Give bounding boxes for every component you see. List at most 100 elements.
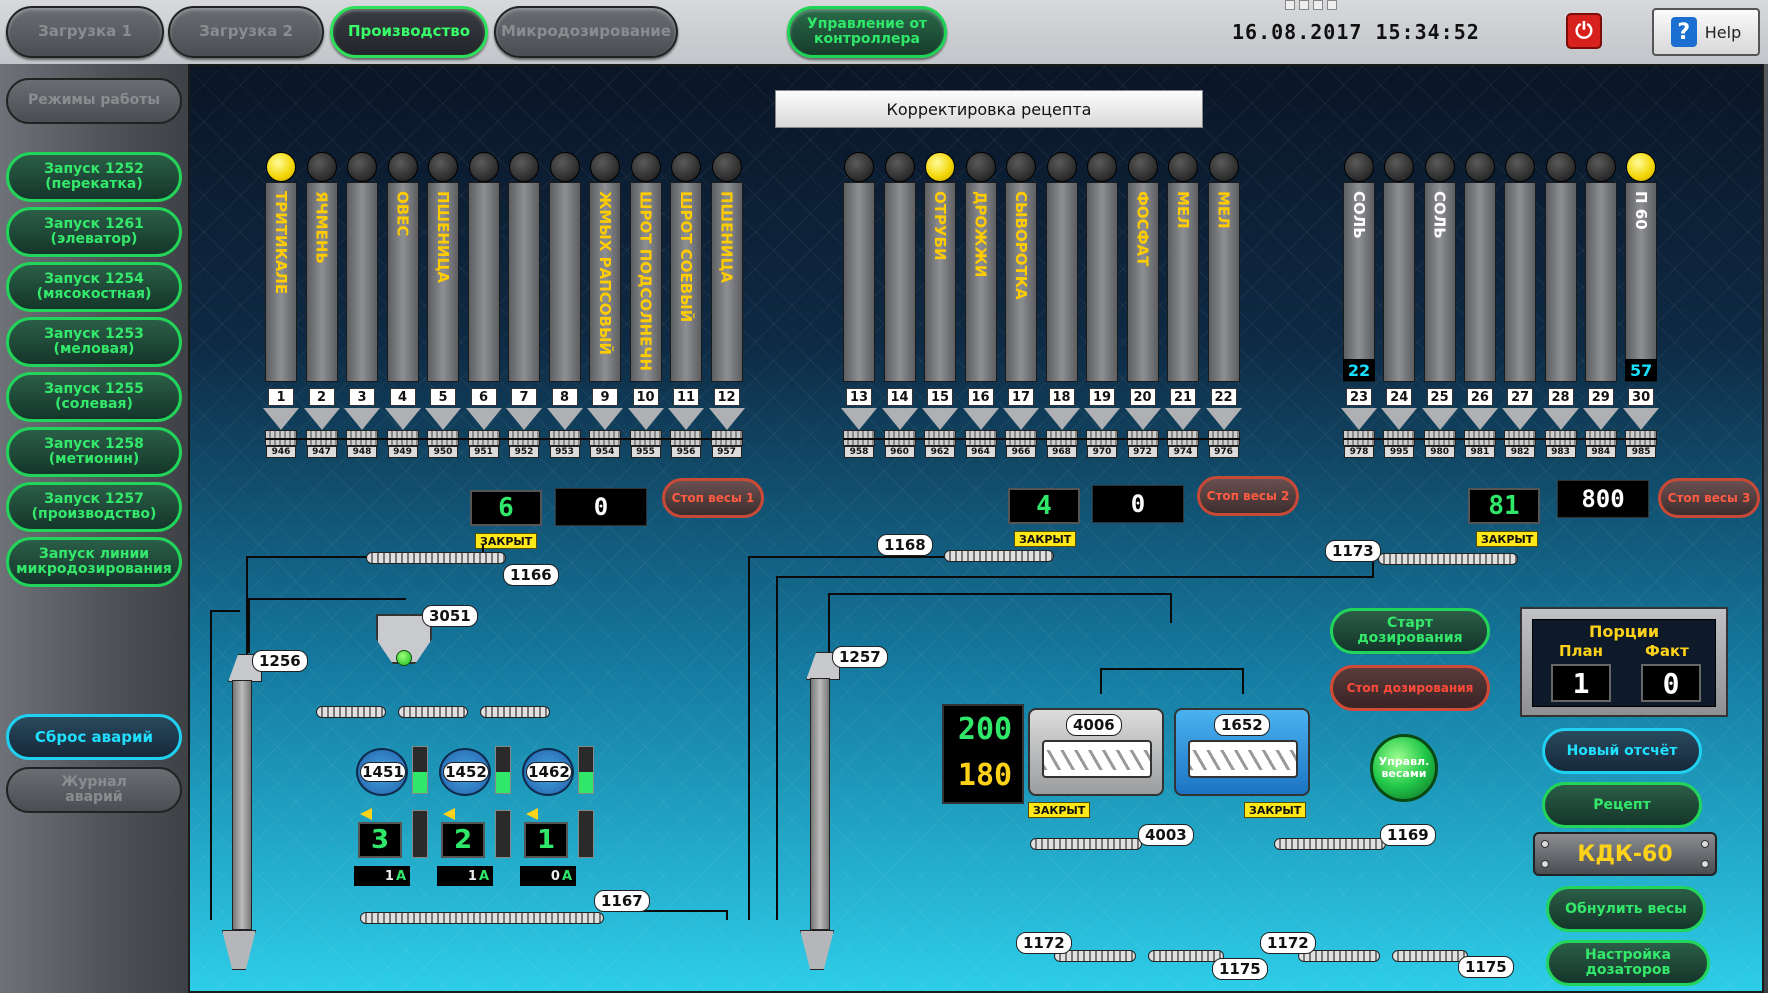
silo[interactable]: ОТРУБИ bbox=[924, 182, 956, 382]
indicator-lamp bbox=[1168, 152, 1198, 182]
silo[interactable] bbox=[467, 182, 500, 382]
launch-button[interactable]: Запуск 1253(меловая) bbox=[6, 317, 182, 367]
silo[interactable] bbox=[508, 182, 540, 382]
silo[interactable] bbox=[1504, 182, 1537, 382]
silo[interactable] bbox=[1086, 182, 1118, 382]
chevron-down-icon[interactable] bbox=[1313, 0, 1323, 10]
hopper-cone bbox=[465, 408, 502, 430]
silo[interactable] bbox=[1584, 182, 1617, 382]
launch-button[interactable]: Запуск 1252(перекатка) bbox=[6, 152, 182, 202]
silo[interactable]: ШРОТ ПОДСОЛНЕЧН bbox=[629, 182, 662, 382]
hopper-cone bbox=[546, 408, 583, 430]
mixer[interactable]: 1462 bbox=[520, 748, 576, 796]
launch-button[interactable]: Запуск 1261(элеватор) bbox=[6, 207, 182, 257]
launch-line2: (меловая) bbox=[53, 341, 135, 357]
new-report-button[interactable]: Новый отсчёт bbox=[1542, 728, 1702, 774]
silo[interactable]: ПШЕНИЦА bbox=[427, 182, 459, 382]
silo[interactable]: ТРИТИКАЛЕ bbox=[265, 182, 297, 382]
silo[interactable]: ШРОТ СОЕВЫЙ bbox=[670, 182, 702, 382]
minimize-icon[interactable] bbox=[1285, 0, 1295, 10]
mixer-count: 1 bbox=[524, 822, 568, 858]
conveyor bbox=[398, 706, 468, 718]
silo-label: ШРОТ СОЕВЫЙ bbox=[677, 191, 695, 323]
restore-icon[interactable] bbox=[1327, 0, 1337, 10]
hopper-cone bbox=[1421, 408, 1458, 430]
hopper-cone bbox=[1582, 408, 1619, 430]
silo[interactable]: СЫВОРОТКА bbox=[1005, 182, 1037, 382]
dosing-time-display: 200 180 bbox=[942, 704, 1024, 804]
stop-scale-1-button[interactable]: Стоп весы 1 bbox=[662, 478, 764, 518]
silo[interactable] bbox=[1544, 182, 1577, 382]
silo[interactable]: ЖМЫХ РАПСОВЫЙ bbox=[589, 182, 621, 382]
stop-scale-3-button[interactable]: Стоп весы 3 bbox=[1658, 478, 1760, 518]
feeder-number: 976 bbox=[1208, 446, 1239, 458]
silo[interactable] bbox=[346, 182, 378, 382]
current-value: 0 bbox=[550, 868, 560, 884]
start-dosing-button[interactable]: Старт дозирования bbox=[1330, 608, 1490, 654]
reset-scales-button[interactable]: Обнулить весы bbox=[1546, 886, 1706, 932]
recipe-button[interactable]: Рецепт bbox=[1542, 782, 1702, 828]
launch-button[interactable]: Запуск 1258(метионин) bbox=[6, 427, 182, 477]
silo[interactable] bbox=[548, 182, 581, 382]
hopper bbox=[1381, 408, 1418, 444]
stop-scale-2-button[interactable]: Стоп весы 2 bbox=[1197, 476, 1299, 516]
conveyor-1168 bbox=[944, 550, 1054, 562]
scale-3-counter: 81 bbox=[1468, 488, 1540, 524]
silo[interactable] bbox=[1383, 182, 1416, 382]
silo[interactable]: СОЛЬ bbox=[1423, 182, 1456, 382]
feeder-number: 978 bbox=[1344, 446, 1374, 458]
resize-icon[interactable] bbox=[1299, 0, 1309, 10]
power-icon[interactable]: ⏻ bbox=[1566, 13, 1602, 49]
plan-value[interactable]: 1 bbox=[1551, 664, 1611, 702]
silo[interactable]: МЕЛ bbox=[1207, 182, 1240, 382]
scale-control-button[interactable]: Управл. весами bbox=[1370, 734, 1438, 802]
feeder-number: 953 bbox=[549, 446, 580, 458]
tab-loading-2[interactable]: Загрузка 2 bbox=[168, 6, 324, 58]
hopper bbox=[465, 408, 502, 444]
hopper-cone bbox=[708, 408, 745, 430]
hopper bbox=[546, 408, 583, 444]
launch-button[interactable]: Запуск 1254(мясокостная) bbox=[6, 262, 182, 312]
tab-loading-1[interactable]: Загрузка 1 bbox=[6, 6, 164, 58]
help-button[interactable]: ?Help bbox=[1652, 8, 1760, 56]
silo[interactable] bbox=[883, 182, 916, 382]
silo[interactable]: ПШЕНИЦА bbox=[710, 182, 743, 382]
tab-production[interactable]: Производство bbox=[330, 6, 488, 58]
silo-label: СЫВОРОТКА bbox=[1012, 191, 1030, 300]
hopper-cone bbox=[344, 408, 380, 430]
launch-button[interactable]: Запуск 1255(солевая) bbox=[6, 372, 182, 422]
hopper bbox=[263, 408, 299, 444]
mixer[interactable]: 1452 bbox=[437, 748, 493, 796]
silo[interactable]: ОВЕС bbox=[386, 182, 419, 382]
controller-mode-button[interactable]: Управление от контроллера bbox=[787, 6, 947, 58]
recipe-correction-button[interactable]: Корректировка рецепта bbox=[775, 90, 1203, 128]
hopper-number: 25 bbox=[1426, 388, 1453, 406]
silo[interactable] bbox=[843, 182, 875, 382]
indicator-lamp bbox=[1545, 152, 1576, 182]
stop-dosing-button[interactable]: Стоп дозирования bbox=[1330, 665, 1490, 711]
mixer[interactable]: 1451 bbox=[354, 748, 410, 796]
reset-alarms-button[interactable]: Сброс аварий bbox=[6, 714, 182, 760]
tab-microdosing[interactable]: Микродозирование bbox=[494, 6, 678, 58]
silo-label: ПШЕНИЦА bbox=[717, 191, 736, 283]
indicator-lamp bbox=[509, 152, 539, 182]
feeder-number: 984 bbox=[1585, 446, 1616, 458]
help-label: Help bbox=[1704, 22, 1742, 42]
dosers-setup-button[interactable]: Настройка дозаторов bbox=[1546, 940, 1710, 986]
silo[interactable]: ЯЧМЕНЬ bbox=[305, 182, 338, 382]
launch-button[interactable]: Запуск 1257(производство) bbox=[6, 482, 182, 532]
silo[interactable]: МЕЛ bbox=[1167, 182, 1199, 382]
mixer-count: 2 bbox=[441, 822, 485, 858]
silo[interactable] bbox=[1045, 182, 1078, 382]
silo[interactable]: ДРОЖЖИ bbox=[964, 182, 997, 382]
silo-label: ШРОТ ПОДСОЛНЕЧН bbox=[636, 191, 655, 372]
silo[interactable]: ФОСФАТ bbox=[1126, 182, 1159, 382]
silo[interactable] bbox=[1463, 182, 1496, 382]
hopper bbox=[1502, 408, 1539, 444]
work-modes-button[interactable]: Режимы работы bbox=[6, 78, 182, 124]
